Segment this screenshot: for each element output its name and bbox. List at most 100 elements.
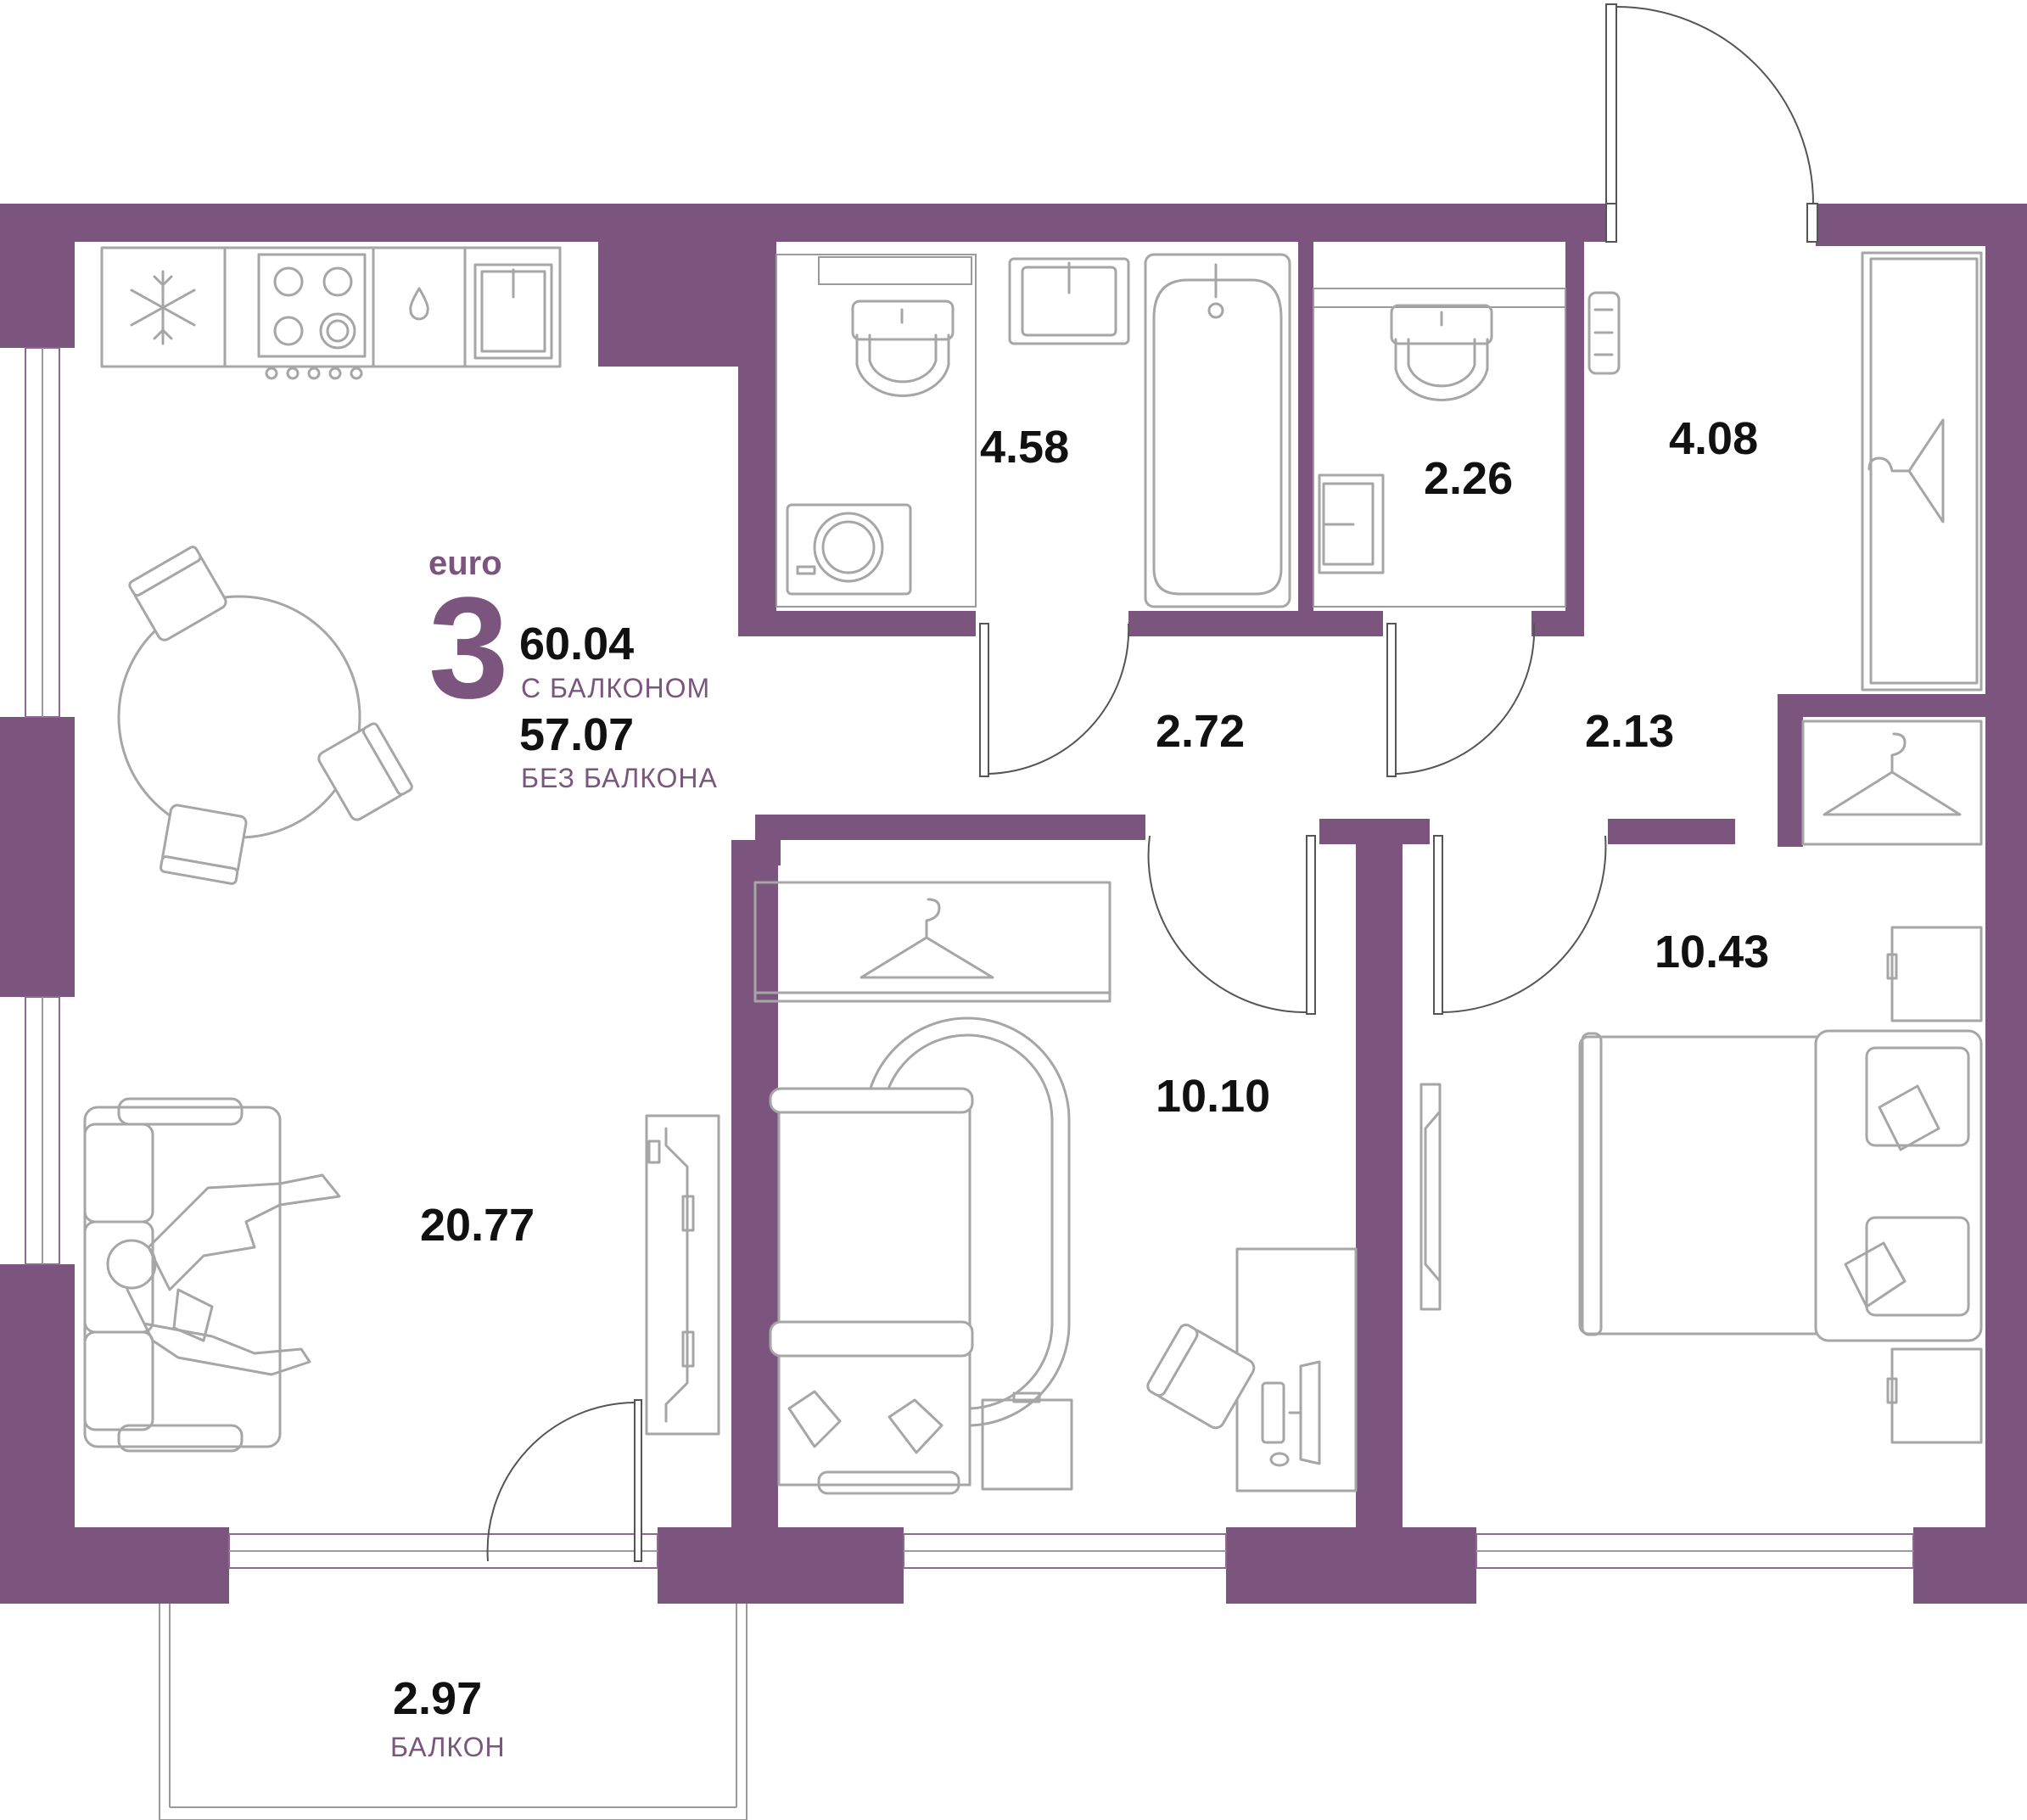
apartment-summary: euro 3 60.04 С БАЛКОНОМ 57.07 БЕЗ БАЛКОН… — [428, 545, 718, 793]
area-bedroom-1: 10.10 — [1156, 1071, 1270, 1122]
person-figure — [106, 1173, 341, 1376]
windows — [25, 347, 1914, 1569]
wall-bed1-bed2 — [1356, 840, 1403, 1604]
bathtub — [1144, 253, 1291, 608]
bed2-door-leaf — [1433, 835, 1443, 1015]
hall-wardrobe — [1861, 251, 1983, 692]
apartment-type-label: euro — [428, 545, 502, 582]
wall-bath-left — [738, 204, 776, 636]
without-balcony-label: БЕЗ БАЛКОНА — [521, 763, 718, 793]
washbasin — [1008, 257, 1130, 345]
bedroom1-wardrobe — [753, 881, 1111, 1003]
nightstand — [981, 1398, 1073, 1491]
area-with-balcony: 60.04 — [519, 619, 634, 669]
toilet-door-swing — [1395, 623, 1536, 775]
wall-bottom-mid2 — [1226, 1527, 1476, 1604]
wall-wardrobe-left — [1778, 694, 1803, 847]
with-balcony-label: С БАЛКОНОМ — [521, 673, 710, 703]
wall-bath-bottom-mid — [1128, 611, 1383, 636]
single-bed — [777, 1093, 972, 1487]
pillow — [787, 1390, 842, 1448]
bed1-door-swing — [1147, 835, 1307, 1014]
dining-chair — [160, 804, 248, 885]
area-bathroom: 4.58 — [980, 422, 1069, 473]
toilet-room-furniture — [1313, 288, 1566, 608]
nightstand — [1890, 926, 1983, 1022]
area-bedroom-2: 10.43 — [1655, 927, 1769, 977]
hall-furniture — [1587, 251, 1983, 846]
toilet-bowl — [855, 333, 950, 397]
burner-icon — [273, 266, 304, 297]
small-washbasin — [1318, 473, 1385, 574]
bed1-door-leaf — [1306, 835, 1316, 1015]
pillow — [1865, 1216, 1970, 1317]
room-area-labels: 4.58 2.26 4.08 2.72 2.13 10.43 10.10 20.… — [390, 413, 1769, 1762]
wall-top-kitchen — [0, 204, 598, 242]
bedroom1-furniture — [753, 881, 1358, 1495]
balcony-door-leaf — [634, 1399, 642, 1562]
entry-door-leaf — [1605, 3, 1617, 206]
area-hall: 4.08 — [1669, 413, 1758, 464]
wall-bed2-top-right — [1608, 819, 1735, 844]
wall-left-upper — [0, 204, 75, 348]
pillow — [1865, 1046, 1970, 1147]
wall-top-middle — [738, 204, 1612, 242]
computer-tower — [1261, 1381, 1285, 1444]
snowflake-icon — [130, 270, 196, 345]
area-balcony: 2.97 — [393, 1673, 482, 1724]
monitor — [1299, 1360, 1321, 1465]
hall-wardrobe-small — [1801, 720, 1983, 846]
hanger-icon — [1867, 418, 1945, 524]
washing-machine — [786, 503, 912, 596]
kitchen-counter — [100, 246, 562, 368]
wall-bed1-top — [755, 815, 1145, 840]
balcony-label: БАЛКОН — [390, 1732, 506, 1762]
balcony — [159, 1604, 748, 1820]
cooktop — [257, 253, 367, 358]
area-toilet: 2.26 — [1424, 453, 1513, 504]
bathroom-furniture — [776, 253, 1291, 608]
bath-door-swing — [988, 623, 1130, 775]
kitchen-furniture — [100, 246, 562, 380]
entry-door-swing — [1615, 6, 1814, 204]
area-living-kitchen: 20.77 — [420, 1200, 535, 1251]
bath-door-leaf — [979, 623, 989, 777]
area-without-balcony: 57.07 — [519, 709, 634, 760]
wall-bath-bottom-left — [738, 611, 976, 636]
balcony-door-swing — [486, 1402, 636, 1562]
toilet-tank — [1390, 304, 1493, 345]
pillow — [888, 1398, 944, 1454]
wall-bottom-left — [0, 1527, 229, 1604]
toilet-door-leaf — [1386, 623, 1397, 777]
balcony-outline — [159, 1604, 748, 1820]
water-drop-icon — [409, 287, 429, 321]
room-count: 3 — [428, 568, 509, 729]
wall-toilet-right — [1565, 242, 1584, 636]
hanger-icon — [860, 898, 994, 979]
wall-bath-toilet — [1298, 204, 1313, 636]
sofa — [83, 1097, 341, 1453]
doors — [486, 3, 1818, 1562]
wall-tv — [1419, 1083, 1442, 1311]
tv-cabinet — [645, 1114, 720, 1436]
wall-kitchen-niche — [598, 204, 738, 367]
dining-chair — [317, 722, 413, 821]
toilet-bowl — [1394, 338, 1489, 401]
toilet-tank — [851, 300, 955, 341]
wall-bottom-mid1 — [658, 1527, 904, 1604]
bed2-door-swing — [1442, 835, 1607, 1013]
dining-table — [117, 595, 361, 839]
nightstand — [1890, 1347, 1983, 1444]
wall-right — [1985, 204, 2027, 1604]
wall-wardrobe-top — [1778, 694, 1990, 717]
wall-left-middle — [0, 717, 75, 997]
area-corridor-1: 2.72 — [1156, 706, 1245, 757]
area-corridor-2: 2.13 — [1585, 706, 1674, 757]
dining-chair — [128, 546, 227, 641]
desk-chair — [1146, 1323, 1256, 1430]
hanger-icon — [1823, 732, 1962, 816]
bedroom2-furniture — [1419, 926, 1983, 1444]
dining-set — [117, 546, 413, 885]
tv-stand — [645, 1114, 720, 1436]
